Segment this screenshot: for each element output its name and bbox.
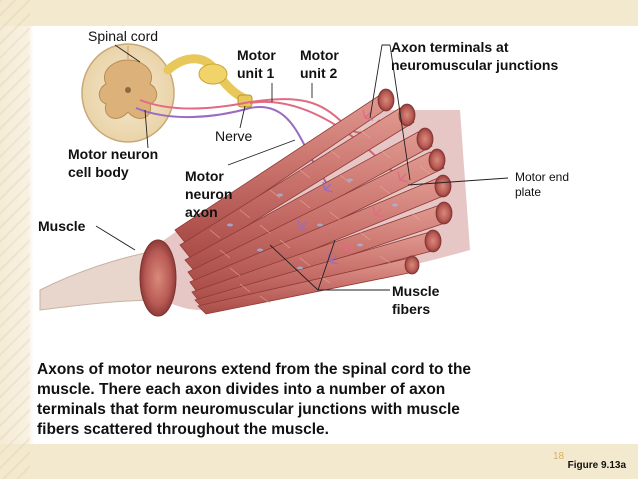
label-motor-unit-1-line1: Motor xyxy=(237,47,276,63)
slide-left-stripe xyxy=(0,0,30,479)
label-muscle-fibers-line1: Muscle xyxy=(392,283,440,299)
label-motor-unit-2: Motor unit 2 xyxy=(300,46,339,82)
label-axon-terminals-line1: Axon terminals at xyxy=(391,39,509,55)
label-motor-unit-2-line2: unit 2 xyxy=(300,65,338,81)
label-motor-neuron-axon-line3: axon xyxy=(185,204,218,220)
label-muscle: Muscle xyxy=(38,218,86,234)
slide-top-band xyxy=(0,0,638,26)
nerve-root xyxy=(163,54,253,108)
label-motor-neuron-cell-body: Motor neuron cell body xyxy=(68,145,158,181)
label-motor-neuron-axon-line1: Motor xyxy=(185,168,224,184)
label-motor-end-plate-line1: Motor end xyxy=(515,170,570,184)
label-axon-terminals-line2: neuromuscular junctions xyxy=(391,57,559,73)
label-motor-neuron-axon-line2: neuron xyxy=(185,186,233,202)
figure-id: Figure 9.13a xyxy=(567,460,626,471)
label-motor-unit-1-line2: unit 1 xyxy=(237,65,275,81)
label-axon-terminals: Axon terminals at neuromuscular junction… xyxy=(391,38,558,74)
label-spinal-cord: Spinal cord xyxy=(88,28,159,44)
label-motor-end-plate: Motor end plate xyxy=(515,170,569,200)
leader-lines xyxy=(95,44,509,291)
caption-line-1: Axons of motor neurons extend from the s… xyxy=(37,361,472,378)
spinal-cord xyxy=(81,43,175,143)
label-muscle-fibers-line2: fibers xyxy=(392,301,431,317)
caption-line-4: fibers scattered throughout the muscle. xyxy=(37,421,329,438)
label-nerve: Nerve xyxy=(215,128,253,144)
slide-bottom-band xyxy=(0,444,638,479)
label-motor-end-plate-line2: plate xyxy=(515,185,542,199)
label-muscle-fibers: Muscle fibers xyxy=(392,282,439,318)
page-number: 18 xyxy=(553,451,565,462)
label-motor-unit-2-line1: Motor xyxy=(300,47,339,63)
caption-line-2: muscle. There each axon divides into a n… xyxy=(37,381,446,398)
label-motor-neuron-axon: Motor neuron axon xyxy=(185,167,232,221)
caption-line-3: terminals that form neuromuscular juncti… xyxy=(37,401,460,418)
muscle-fibers xyxy=(174,88,453,315)
label-motor-unit-1: Motor unit 1 xyxy=(237,46,276,82)
label-motor-neuron-cell-body-line2: cell body xyxy=(68,164,129,180)
figure-caption: Axons of motor neurons extend from the s… xyxy=(37,360,577,440)
label-motor-neuron-cell-body-line1: Motor neuron xyxy=(68,146,159,162)
